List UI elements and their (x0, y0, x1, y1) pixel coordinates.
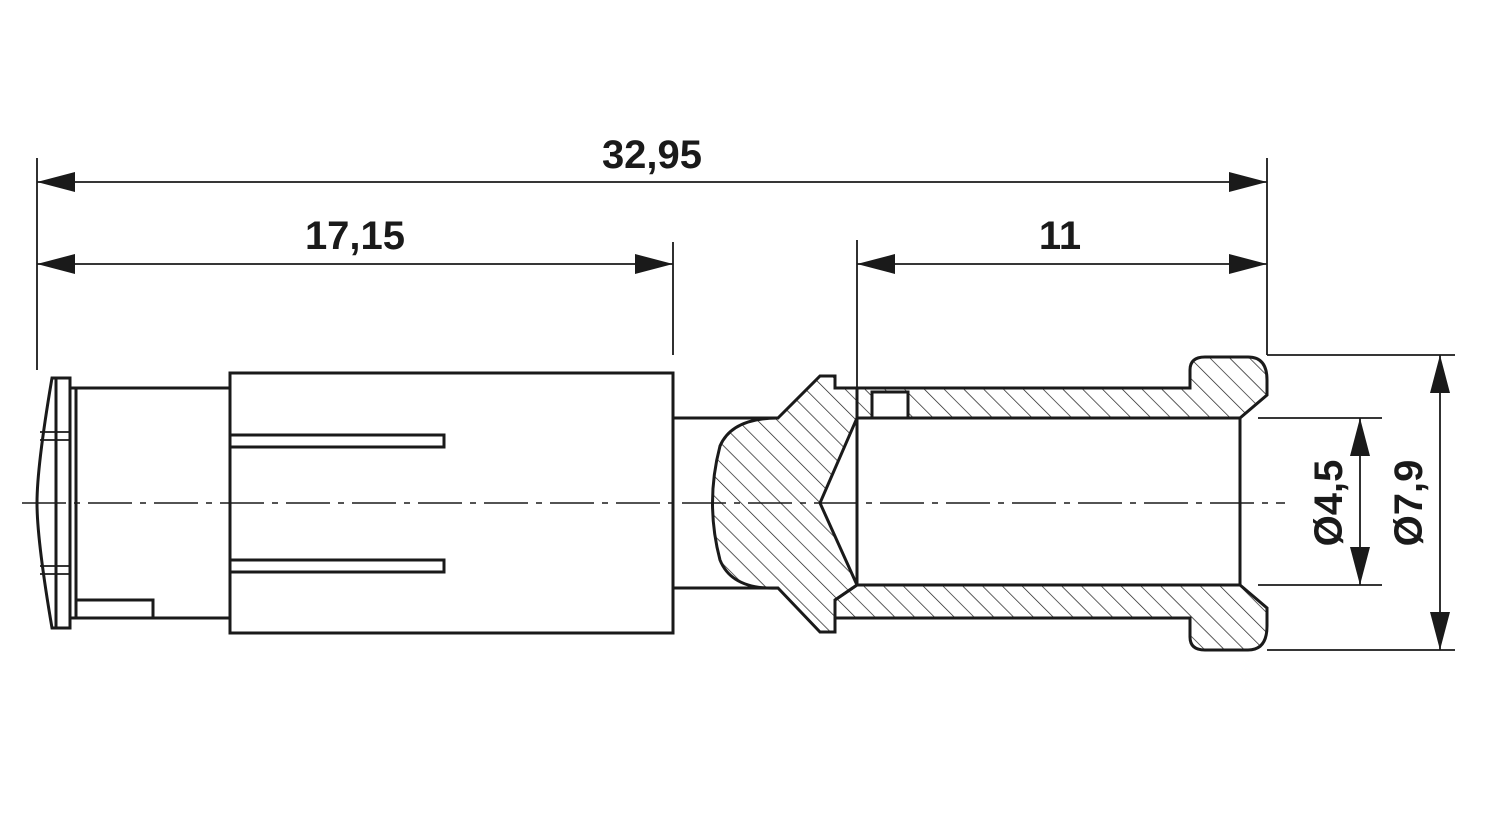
overall-length-label: 32,95 (602, 133, 702, 177)
arrow-up (1350, 418, 1370, 456)
dimension-sleeve-length: 11 (857, 214, 1267, 274)
inspection-hole (870, 390, 910, 420)
spring-slots (230, 433, 446, 574)
arrow-left (857, 254, 895, 274)
arrow-left (37, 172, 75, 192)
outer-diameter-label: Ø7,9 (1387, 460, 1431, 547)
arrow-left (37, 254, 75, 274)
arrow-right (635, 254, 673, 274)
arrow-down (1430, 612, 1450, 650)
arrow-right (1229, 172, 1267, 192)
dimension-inner-diameter: Ø4,5 (1307, 418, 1370, 585)
arrow-right (1229, 254, 1267, 274)
dimension-overall-length: 32,95 (37, 133, 1267, 192)
dimension-front-length: 17,15 (37, 214, 673, 274)
arrow-down (1350, 547, 1370, 585)
crimp-sleeve-section (711, 355, 1269, 652)
front-length-label: 17,15 (305, 214, 405, 258)
inner-diameter-label: Ø4,5 (1307, 460, 1351, 547)
arrow-up (1430, 355, 1450, 393)
sleeve-length-label: 11 (1039, 214, 1081, 258)
dimension-outer-diameter: Ø7,9 (1387, 355, 1450, 650)
